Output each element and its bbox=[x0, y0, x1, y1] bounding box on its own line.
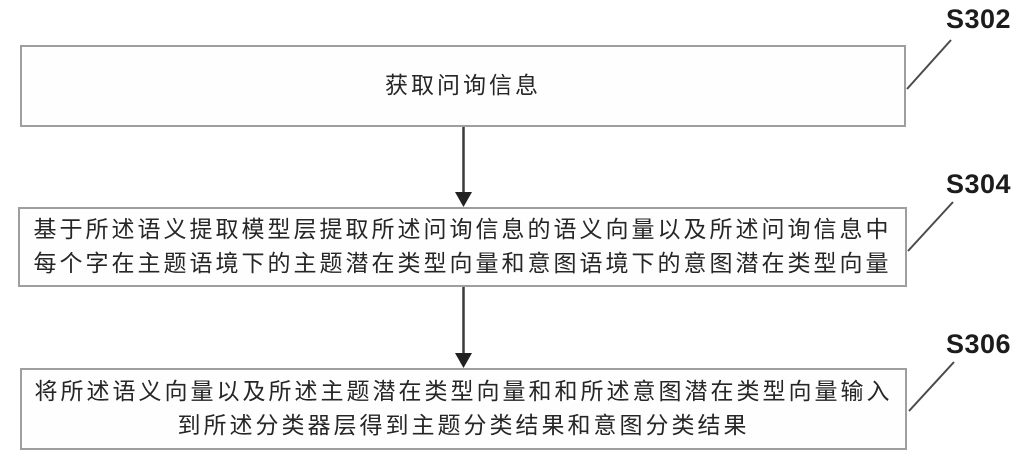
step-box-s302: 获取问询信息 bbox=[20, 45, 906, 127]
step-box-s304: 基于所述语义提取模型层提取所述问询信息的语义向量以及所述问询信息中 每个字在主题… bbox=[18, 207, 907, 287]
step-leader-line-3 bbox=[908, 361, 955, 412]
step-box-s302-text: 获取问询信息 bbox=[385, 73, 541, 99]
step-leader-line-1 bbox=[906, 39, 952, 90]
step-box-s304-text-line2: 每个字在主题语境下的主题潜在类型向量和意图语境下的意图潜在类型向量 bbox=[33, 251, 892, 277]
step-leader-line-2 bbox=[907, 201, 954, 252]
step-label-s304: S304 bbox=[946, 169, 1012, 199]
step-box-s304-text-line1: 基于所述语义提取模型层提取所述问询信息的语义向量以及所述问询信息中 bbox=[33, 217, 892, 243]
step-box-s306: 将所述语义向量以及所述主题潜在类型向量和和所述意图潜在类型向量输入 到所述分类器… bbox=[20, 368, 907, 450]
step-label-s302: S302 bbox=[946, 4, 1012, 34]
step-box-s306-text-line2: 到所述分类器层得到主题分类结果和意图分类结果 bbox=[177, 413, 750, 439]
step-box-s306-text-line1: 将所述语义向量以及所述主题潜在类型向量和和所述意图潜在类型向量输入 bbox=[34, 379, 893, 405]
step-label-s306: S306 bbox=[946, 329, 1012, 359]
flow-arrow-1-head-icon bbox=[455, 192, 472, 207]
flow-arrow-2-head-icon bbox=[455, 353, 472, 368]
